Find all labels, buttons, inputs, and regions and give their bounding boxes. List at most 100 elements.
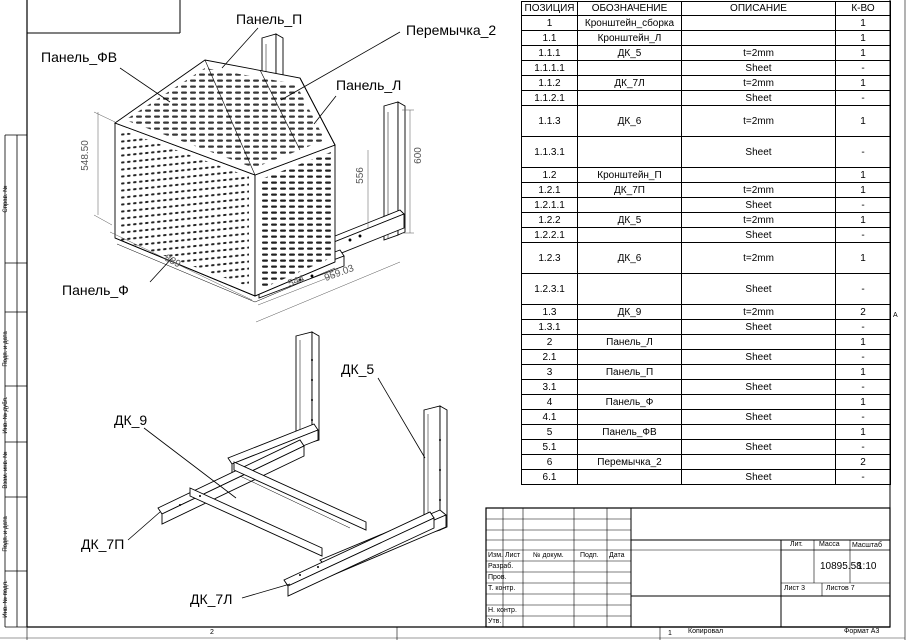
bom-cell-pos: 6 bbox=[521, 454, 578, 470]
bom-cell-qty: - bbox=[835, 197, 891, 213]
tb-scale-value: 1:10 bbox=[857, 561, 877, 572]
bom-cell-pos: 6.1 bbox=[521, 469, 578, 485]
bom-cell-name: Панель_Л bbox=[577, 334, 682, 350]
bom-cell-desc: t=2mm bbox=[681, 45, 836, 61]
bom-cell-qty: 1 bbox=[835, 212, 891, 228]
bom-cell-name: ДК_6 bbox=[577, 242, 682, 274]
bom-cell-desc: Sheet bbox=[681, 227, 836, 243]
bom-cell-pos: 1.2 bbox=[521, 167, 578, 183]
bom-cell-name: ДК_7Л bbox=[577, 75, 682, 91]
bom-cell-desc: Sheet bbox=[681, 90, 836, 106]
bom-cell-qty: 1 bbox=[835, 394, 891, 410]
bom-cell-desc: Sheet bbox=[681, 349, 836, 365]
tb-sheet: Лист 3 bbox=[784, 585, 806, 592]
bom-header-qty: К-ВО bbox=[835, 1, 891, 16]
bom-cell-desc: Sheet bbox=[681, 409, 836, 425]
bom-cell-pos: 3 bbox=[521, 364, 578, 380]
bom-cell-name: Панель_ФВ bbox=[577, 424, 682, 440]
bracket-view bbox=[127, 331, 448, 599]
bom-cell-desc bbox=[681, 424, 836, 440]
bom-cell-qty: 1 bbox=[835, 75, 891, 91]
bom-cell-name bbox=[577, 379, 682, 395]
label-panel-f: Панель_Ф bbox=[62, 282, 129, 298]
bom-cell-pos: 1.2.3.1 bbox=[521, 273, 578, 305]
title-block-grid bbox=[485, 507, 891, 628]
bom-cell-desc: Sheet bbox=[681, 60, 836, 76]
label-panel-l: Панель_Л bbox=[336, 77, 402, 93]
label-dk9: ДК_9 bbox=[114, 412, 148, 428]
bom-cell-name: Кронштейн_Л bbox=[577, 30, 682, 46]
bom-cell-desc: Sheet bbox=[681, 319, 836, 335]
bom-cell-qty: 1 bbox=[835, 167, 891, 183]
bom-cell-desc: t=2mm bbox=[681, 304, 836, 320]
dim-548: 548.50 bbox=[79, 140, 91, 171]
bom-cell-qty: 1 bbox=[835, 364, 891, 380]
bom-cell-pos: 2.1 bbox=[521, 349, 578, 365]
bom-cell-desc: t=2mm bbox=[681, 105, 836, 137]
bom-cell-qty: 1 bbox=[835, 45, 891, 61]
bom-cell-pos: 5 bbox=[521, 424, 578, 440]
bom-cell-pos: 1.1.3 bbox=[521, 105, 578, 137]
bom-cell-pos: 5.1 bbox=[521, 439, 578, 455]
footer-zone2: 2 bbox=[210, 629, 214, 636]
bom-row: 1.1.1.1 Sheet- bbox=[521, 60, 891, 76]
bom-cell-desc bbox=[681, 454, 836, 470]
footer-format: Формат A3 bbox=[844, 628, 880, 635]
bom-cell-name: ДК_5 bbox=[577, 45, 682, 61]
bom-cell-name bbox=[577, 319, 682, 335]
footer-zone1: 1 bbox=[668, 630, 672, 637]
bom-cell-pos: 1.1.2 bbox=[521, 75, 578, 91]
bom-header-name: ОБОЗНАЧЕНИЕ bbox=[577, 1, 682, 16]
bom-cell-pos: 1.3.1 bbox=[521, 319, 578, 335]
tb-podp: Подп. bbox=[580, 552, 599, 559]
bom-cell-pos: 4.1 bbox=[521, 409, 578, 425]
bom-cell-qty: - bbox=[835, 60, 891, 76]
bom-cell-qty: - bbox=[835, 227, 891, 243]
bom-cell-desc: Sheet bbox=[681, 136, 836, 168]
side-podp1: Подп. и дата bbox=[3, 331, 9, 367]
bom-cell-desc bbox=[681, 167, 836, 183]
bom-cell-name: ДК_5 bbox=[577, 212, 682, 228]
bom-header-desc: ОПИСАНИЕ bbox=[681, 1, 836, 16]
bom-cell-desc: Sheet bbox=[681, 197, 836, 213]
tb-izm: Изм. bbox=[488, 552, 503, 559]
bom-cell-name bbox=[577, 136, 682, 168]
bom-cell-name bbox=[577, 409, 682, 425]
bom-cell-qty: 1 bbox=[835, 242, 891, 274]
bom-cell-pos: 1.2.1.1 bbox=[521, 197, 578, 213]
bom-cell-qty: - bbox=[835, 469, 891, 485]
bom-cell-name bbox=[577, 273, 682, 305]
bom-cell-qty: - bbox=[835, 439, 891, 455]
bom-cell-name: Кронштейн_П bbox=[577, 167, 682, 183]
bom-cell-pos: 1.2.2 bbox=[521, 212, 578, 228]
bom-cell-pos: 1.1.1.1 bbox=[521, 60, 578, 76]
side-vzam: Взам. инв. № bbox=[3, 451, 9, 489]
assembly-view bbox=[93, 27, 414, 323]
bom-cell-desc bbox=[681, 334, 836, 350]
bom-row: 1.2.1.1 Sheet- bbox=[521, 197, 891, 213]
tb-lit: Лит. bbox=[790, 541, 803, 548]
tb-prov: Пров. bbox=[488, 574, 507, 581]
bom-cell-desc: Sheet bbox=[681, 273, 836, 305]
dim-600: 600 bbox=[412, 147, 424, 164]
bom-cell-qty: 1 bbox=[835, 30, 891, 46]
bom-cell-name bbox=[577, 227, 682, 243]
bom-cell-name bbox=[577, 469, 682, 485]
bom-cell-qty: 1 bbox=[835, 334, 891, 350]
